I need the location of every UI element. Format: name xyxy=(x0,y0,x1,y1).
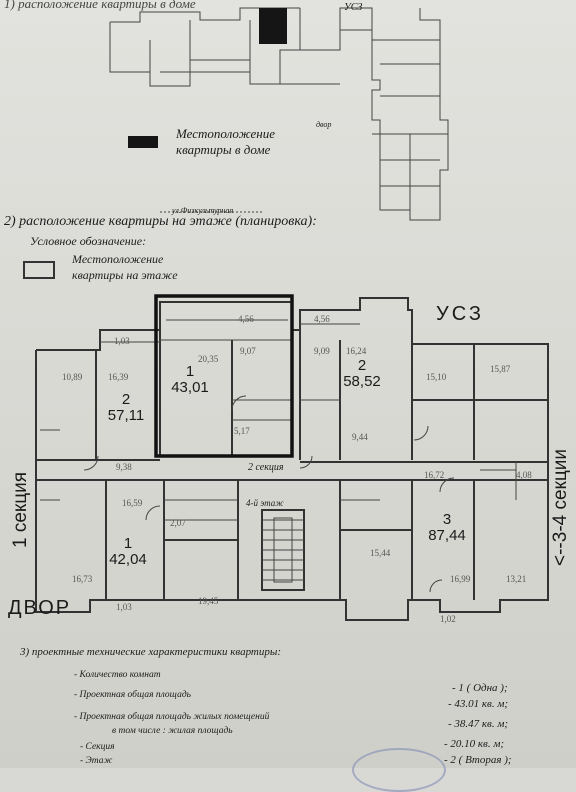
floor-label-usz: УСЗ xyxy=(436,303,485,325)
room-area: 15,87 xyxy=(490,364,511,374)
spec-value-section: - 2 ( Вторая ); xyxy=(444,754,512,766)
official-stamp xyxy=(352,748,446,792)
spec-label-residential: в том числе : жилая площадь xyxy=(112,726,233,736)
site-label-street: ул.Физкультурная xyxy=(172,206,234,215)
spec-value-living-area: - 38.47 кв. м; xyxy=(448,718,509,730)
spec-label-living-area: - Проектная общая площадь жилых помещени… xyxy=(74,712,270,722)
room-area: 15,10 xyxy=(426,372,447,382)
floor-walls xyxy=(35,297,549,621)
label-sections-3-4: <--3-4 секции xyxy=(550,449,571,566)
legend-filled-swatch xyxy=(128,136,158,148)
room-area: 4,08 xyxy=(516,470,532,480)
site-legend-text-1: Местоположение xyxy=(176,126,275,141)
room-area: 9,07 xyxy=(240,346,256,356)
room-area: 16,39 xyxy=(108,372,129,382)
stairwell xyxy=(261,509,305,591)
building-outline xyxy=(109,7,449,221)
section1-title: 1) расположение квартиры в доме xyxy=(4,0,196,11)
room-area: 2,07 xyxy=(170,518,186,528)
floor-legend-text-1: Местоположение xyxy=(72,252,164,266)
room-area: 9,44 xyxy=(352,432,368,442)
room-area: 5,17 xyxy=(234,426,250,436)
selected-apartment-outline xyxy=(154,294,294,458)
room-area: 10,89 xyxy=(62,372,83,382)
site-label-usz: УСЗ xyxy=(344,2,363,13)
room-area: 4,56 xyxy=(314,314,330,324)
room-area: 9,09 xyxy=(314,346,330,356)
label-section-1: 1 секция xyxy=(10,471,31,548)
apartment-location-marker xyxy=(259,8,287,44)
room-area: 13,21 xyxy=(506,574,527,584)
spec-value-residential: - 20.10 кв. м; xyxy=(444,738,505,750)
room-area: 16,72 xyxy=(424,470,445,480)
room-area: 16,59 xyxy=(122,498,143,508)
spec-label-section: - Секция xyxy=(80,742,115,752)
section2-title: 2) расположение квартиры на этаже (плани… xyxy=(4,214,317,229)
legend-outline-swatch xyxy=(23,261,55,279)
room-area: 15,44 xyxy=(370,548,391,558)
room-area: 1,03 xyxy=(114,336,130,346)
spec-label-total-area: - Проектная общая площадь xyxy=(74,690,191,700)
site-legend-text-2: квартиры в доме xyxy=(176,142,271,157)
room-area: 4,56 xyxy=(238,314,254,324)
room-area: 16,73 xyxy=(72,574,93,584)
room-area: 1,03 xyxy=(116,602,132,612)
floor-legend-text-2: квартиры на этаже xyxy=(72,268,178,282)
spec-label-rooms: - Количество комнат xyxy=(74,670,161,680)
spec-value-rooms: - 1 ( Одна ); xyxy=(452,682,508,694)
room-area: 16,24 xyxy=(346,346,367,356)
room-area: 9,38 xyxy=(116,462,132,472)
label-floor-number: 4-й этаж xyxy=(246,498,284,508)
plan-drawing xyxy=(23,7,549,621)
spec-value-total-area: - 43.01 кв. м; xyxy=(448,698,509,710)
site-label-dvor: двор xyxy=(316,120,332,129)
room-area: 19,45 xyxy=(198,596,219,606)
room-area: 20,35 xyxy=(198,354,219,364)
spec-label-floor: - Этаж xyxy=(80,756,113,766)
label-section-2: 2 секция xyxy=(248,462,284,473)
floor-label-dvor: ДВОР xyxy=(8,597,72,619)
legend-title: Условное обозначение: xyxy=(30,234,147,248)
room-area: 1,02 xyxy=(440,614,456,624)
room-area: 16,99 xyxy=(450,574,471,584)
section3-title: 3) проектные технические характеристики … xyxy=(20,646,281,658)
